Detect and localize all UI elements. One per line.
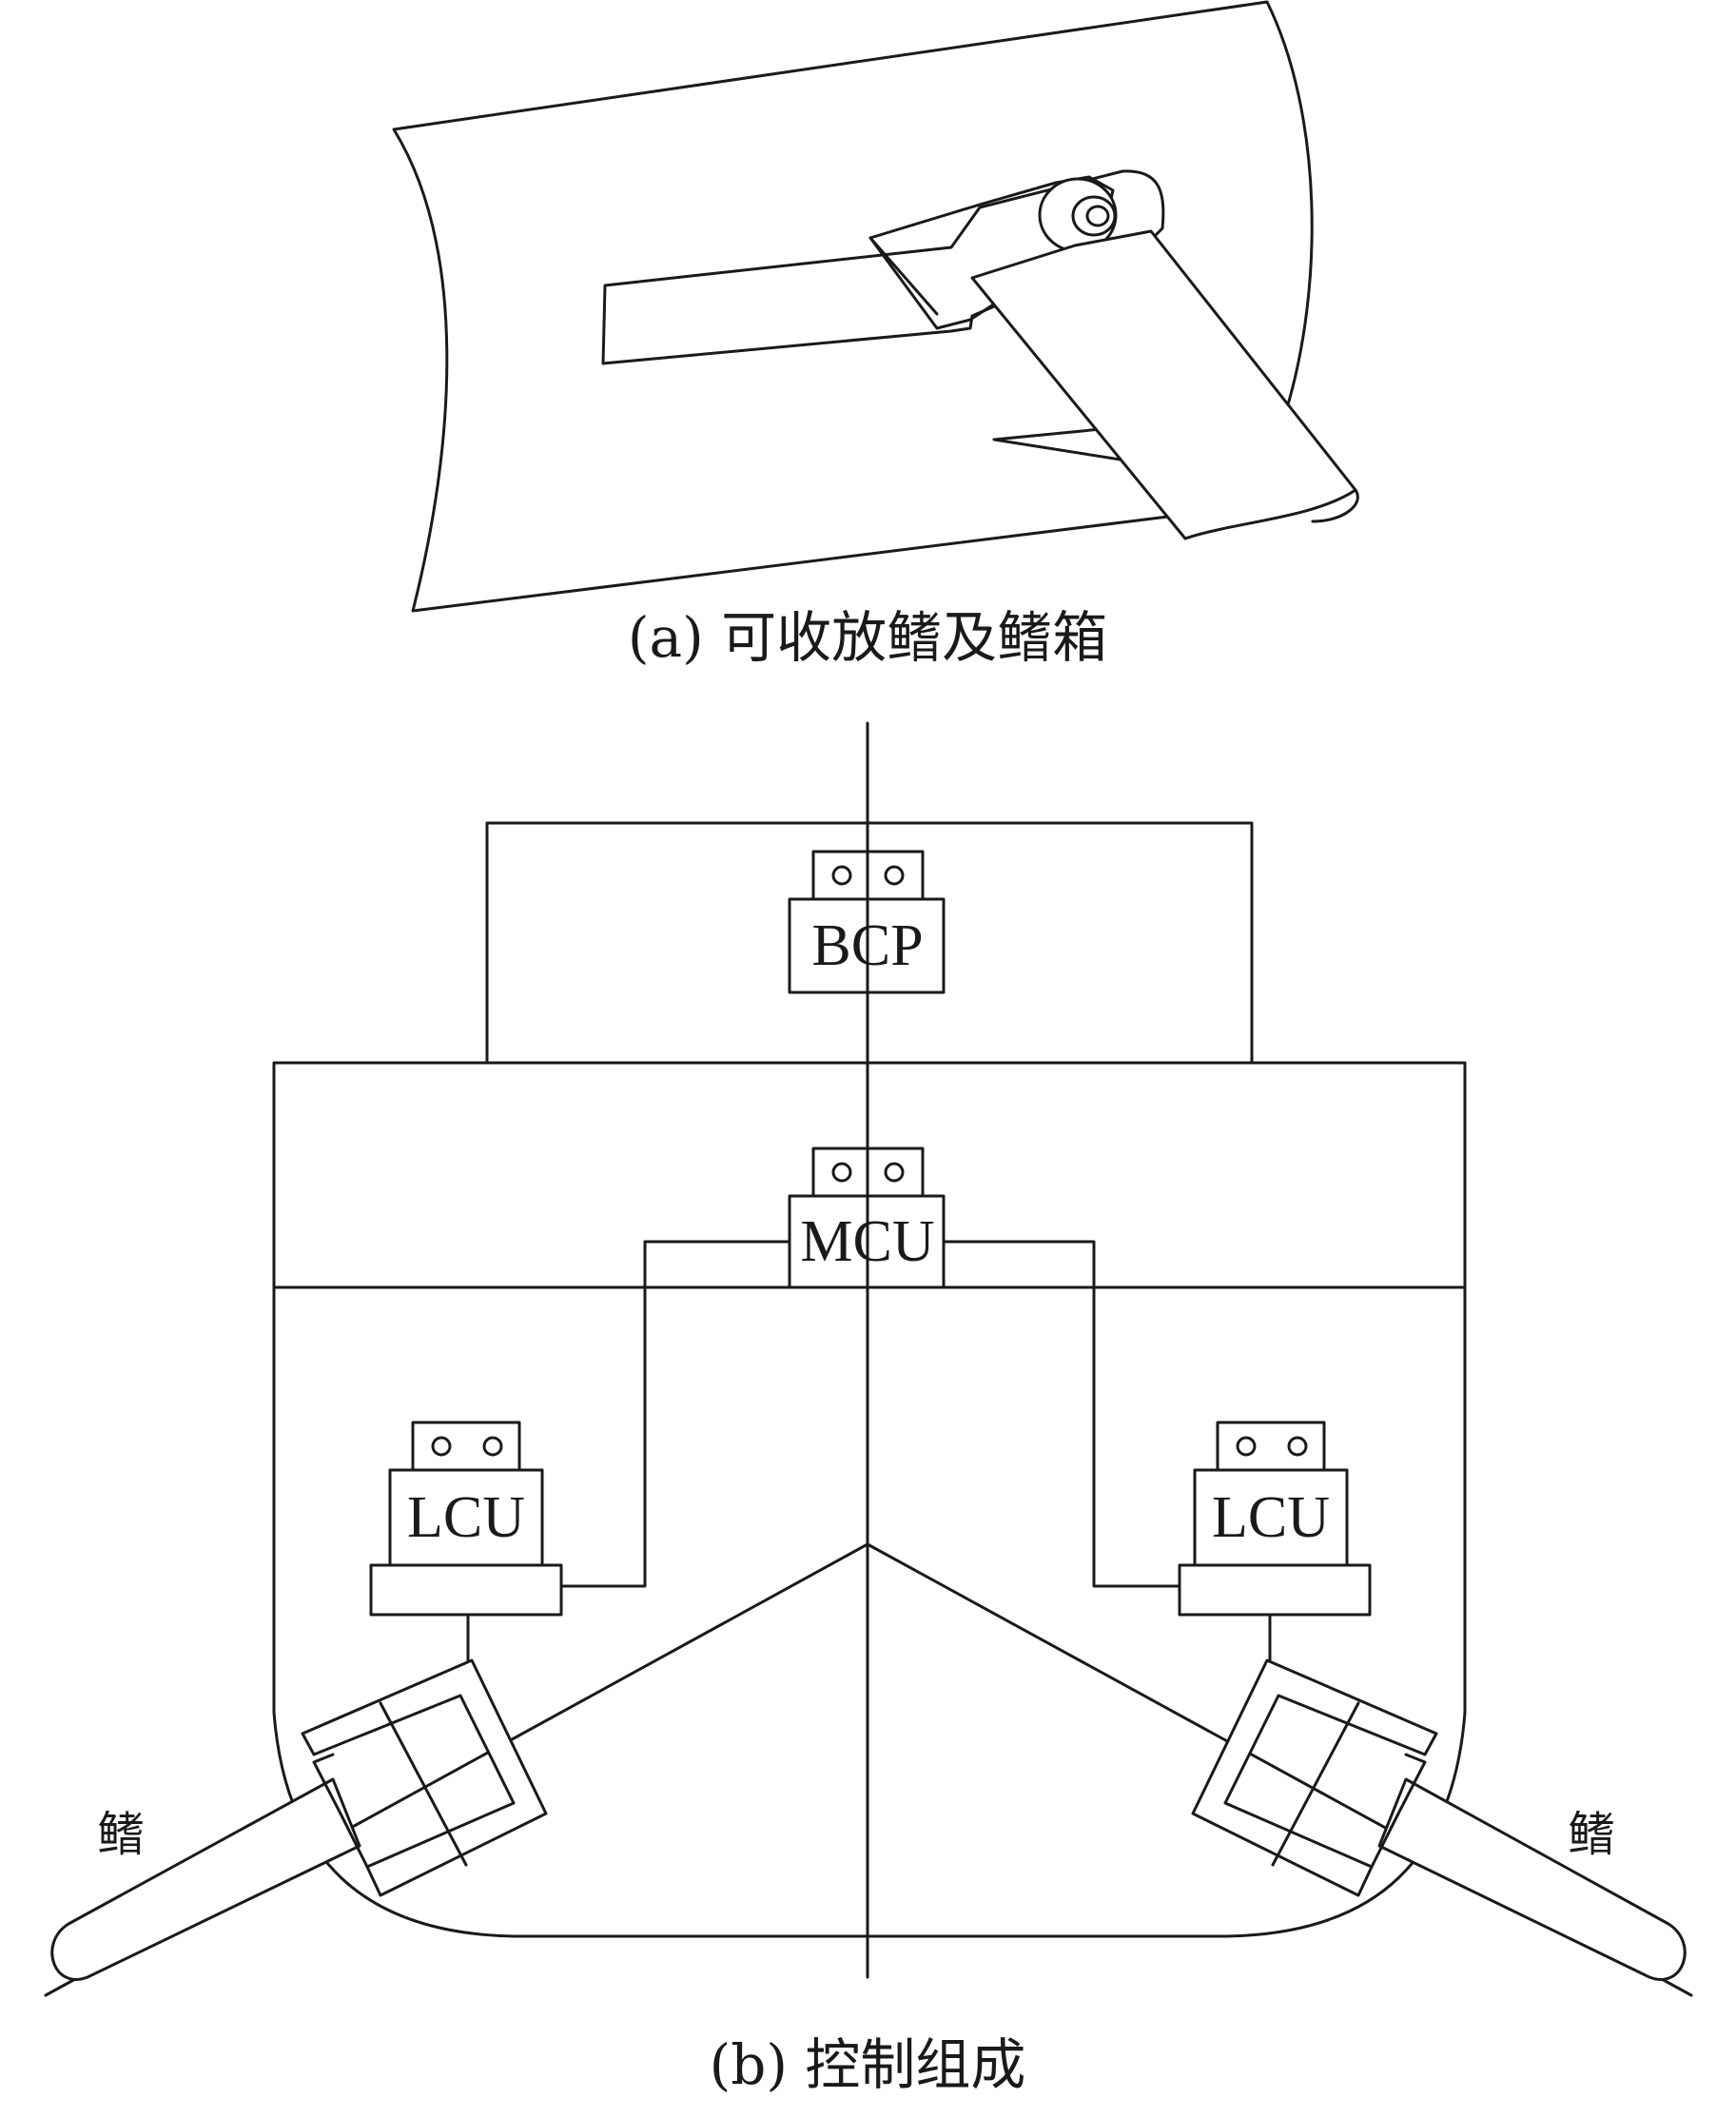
mcu-unit: MCU [788,1147,946,1289]
fin-label-left: 鳍 [97,1807,145,1862]
left-fin-box [301,1658,548,1897]
lcu-right-unit: LCU [1178,1421,1372,1662]
left-fin-stock-line [379,1701,468,1867]
pivot-hub-inner [1071,195,1117,237]
lcu-left-connector-pin [431,1436,452,1457]
right-fin-assembly [1191,1658,1687,1981]
fin-stock-seam [868,236,939,316]
mcu-connector-pin [831,1162,852,1183]
lcu-right-base [1178,1563,1372,1617]
caption-b: (b) 控制组成 [710,2032,1026,2097]
bcp-label: BCP [811,913,923,978]
left-fin-blade [50,1777,361,1981]
bcp-unit: BCP [788,850,946,994]
lcu-right-connector-pin [1236,1436,1257,1457]
bcp-connector-pin [831,865,852,886]
right-fin-stock-line [1271,1701,1360,1867]
lcu-left-connector-pin [482,1436,503,1457]
fin-blade-tip [1311,488,1359,523]
lcu-left-label: LCU [407,1485,525,1550]
right-fin-box-inner [1370,1753,1427,1869]
right-fin-blade [1377,1777,1687,1981]
bcp-connector-pin [884,865,905,886]
lcu-left-base [369,1563,563,1617]
mcu-label: MCU [800,1209,934,1274]
right-fin-box [1191,1658,1438,1897]
lcu-left-connector [411,1421,521,1472]
wire-mcu-to-right-lcu [942,1240,1181,1588]
lcu-right-connector-pin [1287,1436,1308,1457]
pivot-hub-core [1085,205,1110,227]
lcu-right-connector [1216,1421,1326,1472]
lcu-right-label: LCU [1212,1485,1330,1550]
lcu-left-unit: LCU [369,1421,563,1662]
caption-a: (a) 可收放鳍及鳍箱 [628,605,1107,670]
wire-mcu-to-left-lcu [559,1240,791,1588]
retractable-fin-figure [392,0,1359,613]
left-fin-assembly [50,1658,548,1981]
fin-label-right: 鳍 [1568,1807,1615,1862]
fin-stock-arm [868,175,1115,330]
mcu-connector-pin [884,1162,905,1183]
lcu-right-box [1193,1468,1349,1567]
control-composition-figure: BCP MCU LCU L [44,721,1693,1997]
lcu-left-box [388,1468,544,1567]
left-fin-box-inner [312,1753,369,1869]
